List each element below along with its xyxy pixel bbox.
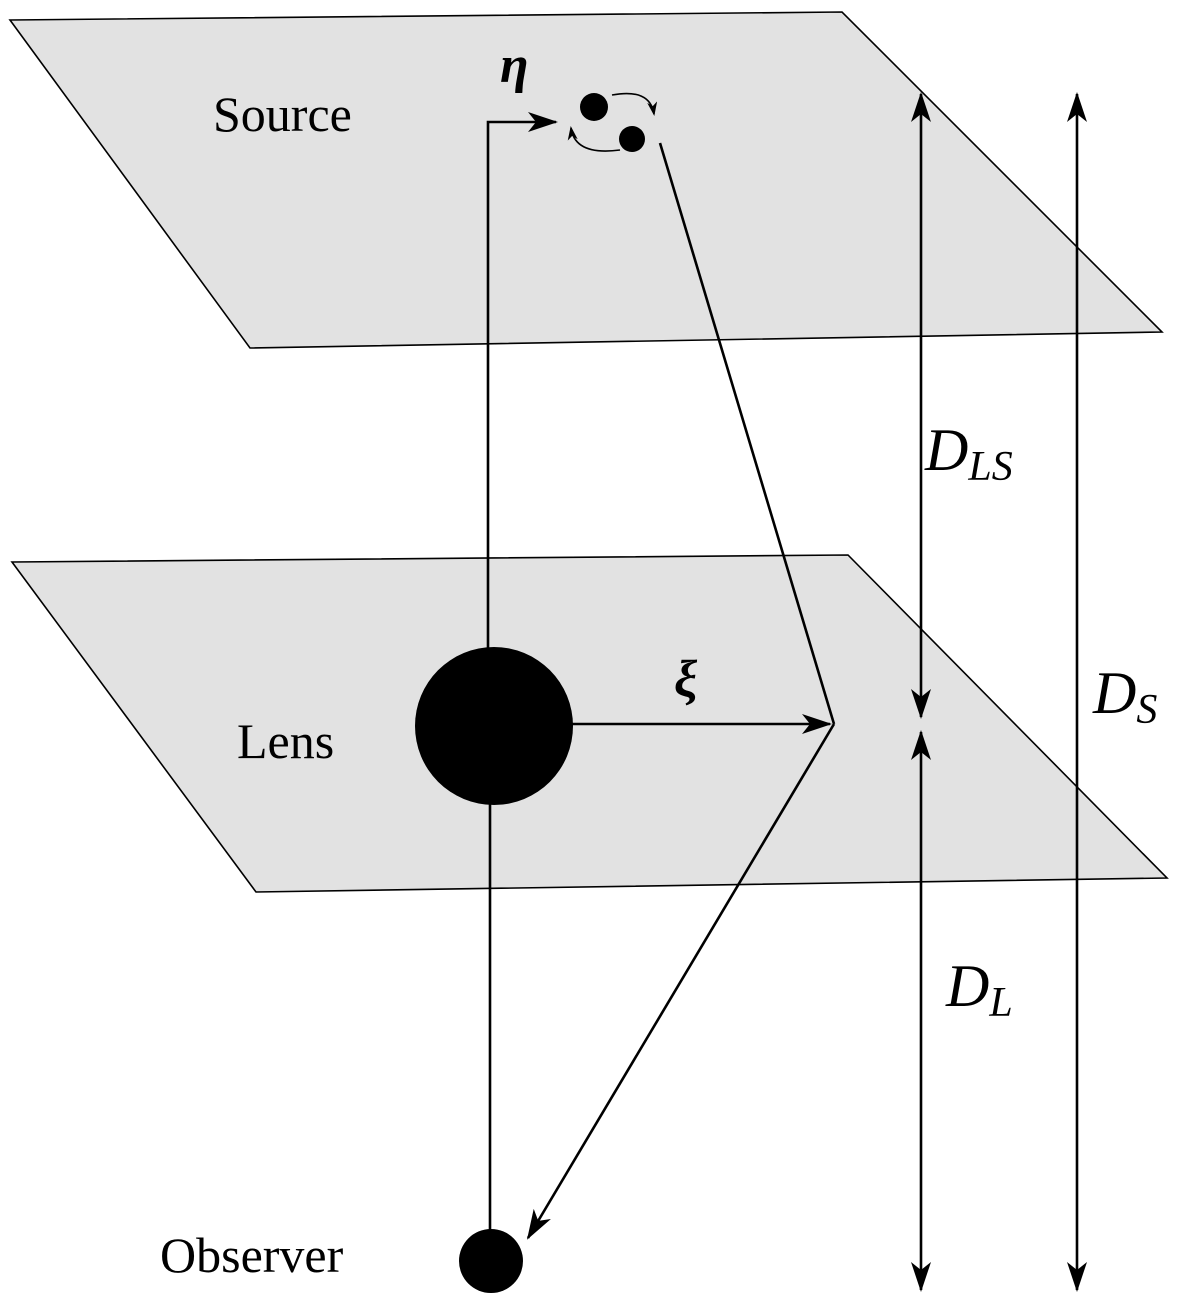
lens-label: Lens: [237, 713, 334, 769]
eta-arrow: [486, 112, 558, 655]
d-s-main: D: [1092, 660, 1136, 726]
d-s-label: DS: [1092, 660, 1157, 733]
source-label: Source: [213, 86, 352, 142]
d-l-main: D: [945, 953, 989, 1019]
observer-label: Observer: [160, 1227, 344, 1283]
light-ray-lens-to-observer: [526, 723, 836, 1240]
lens-mass: [415, 647, 573, 805]
d-s-subscript: S: [1136, 687, 1157, 733]
binary-source-icon: [567, 92, 658, 152]
d-l-label: DL: [945, 953, 1013, 1026]
eta-label: η: [500, 37, 529, 94]
xi-label: ξ: [674, 651, 698, 708]
d-ls-main: D: [924, 417, 968, 483]
light-ray-source-to-lens: [658, 142, 836, 725]
d-l-subscript: L: [988, 980, 1012, 1026]
source-plane: [8, 11, 1164, 349]
d-ls-subscript: LS: [967, 444, 1012, 490]
observer-dot: [459, 1229, 523, 1293]
d-ls-label: DLS: [924, 417, 1013, 490]
